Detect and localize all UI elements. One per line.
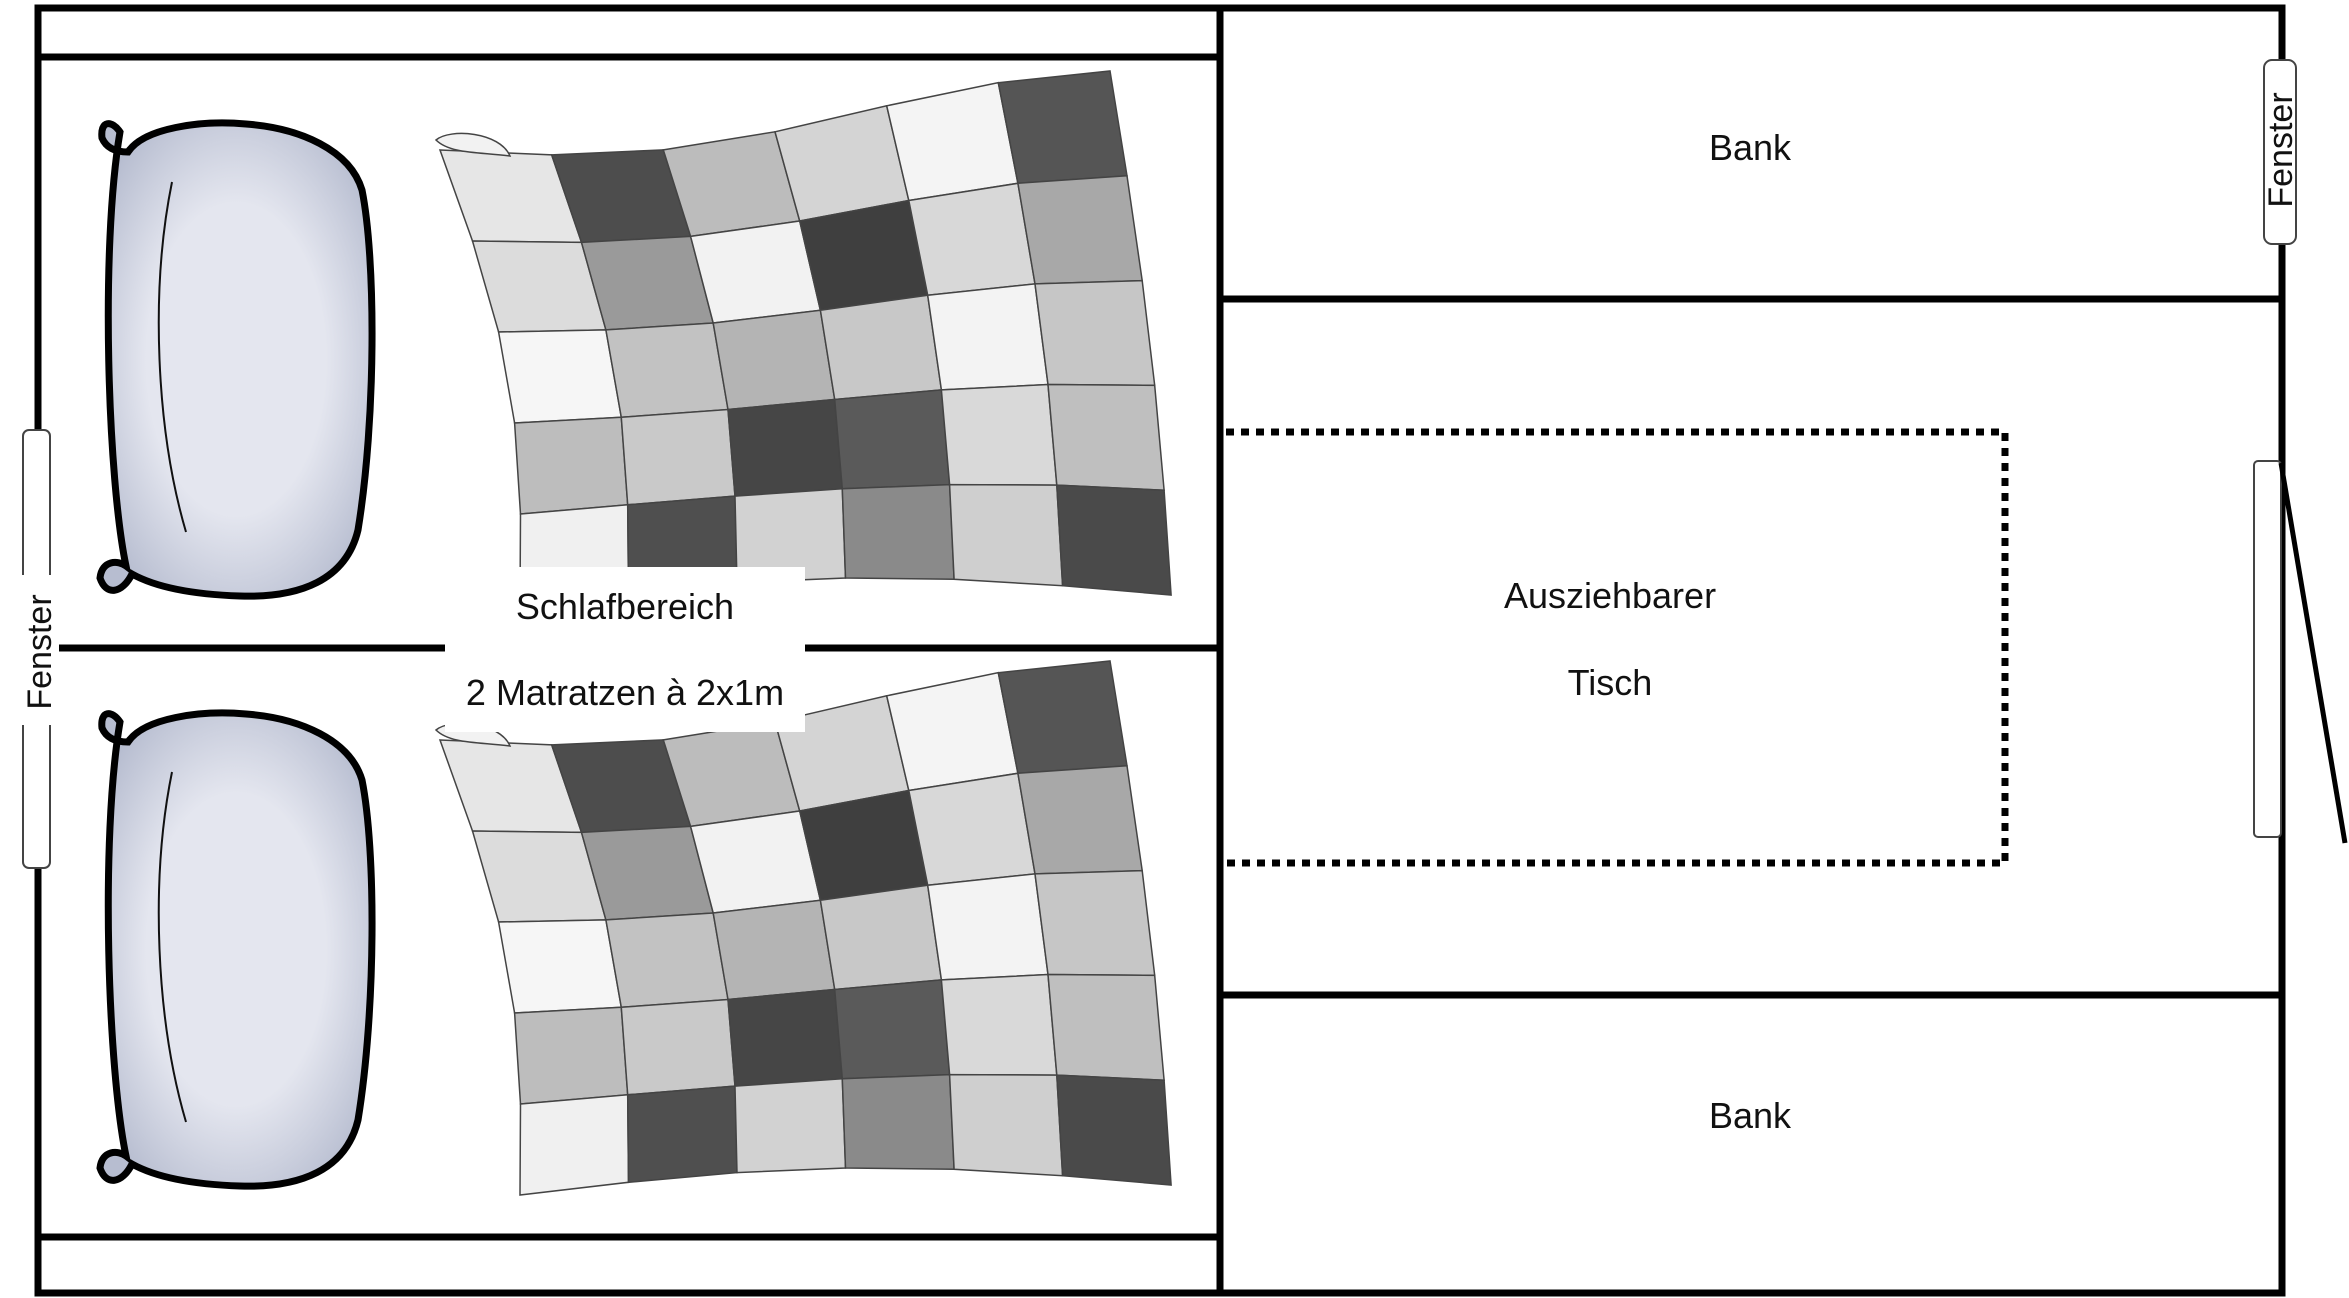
pillow-top bbox=[96, 119, 376, 600]
door-swing-line bbox=[2278, 462, 2348, 844]
quilt-patch bbox=[833, 979, 951, 1080]
bench-bottom-label: Bank bbox=[1709, 1095, 1792, 1136]
pillow-top-crease bbox=[157, 181, 187, 533]
quilt-bottom bbox=[434, 660, 1172, 1196]
quilt-patch bbox=[519, 1093, 630, 1196]
quilt-patch bbox=[1056, 484, 1172, 596]
quilt-patch bbox=[1047, 973, 1165, 1081]
quilt-patch bbox=[1017, 175, 1144, 285]
window-left: Fenster bbox=[19, 429, 59, 869]
quilt-patch bbox=[948, 1073, 1064, 1177]
quilt-patch bbox=[605, 322, 729, 419]
quilt-patch bbox=[948, 483, 1064, 587]
quilt-patch bbox=[620, 408, 736, 506]
quilt-patch bbox=[1047, 383, 1165, 491]
sleeping-area-label-box bbox=[445, 567, 805, 732]
sleeping-area-title: Schlafbereich bbox=[516, 586, 734, 627]
quilt-patch bbox=[513, 416, 629, 515]
quilt-patch bbox=[580, 235, 715, 331]
side-door bbox=[2253, 460, 2348, 844]
pillow-bottom-crease bbox=[157, 771, 187, 1123]
window-right-label: Fenster bbox=[2262, 92, 2300, 207]
quilt-patch bbox=[1017, 765, 1144, 875]
quilt-patch bbox=[819, 884, 943, 991]
quilt-patch bbox=[926, 873, 1049, 981]
window-left-label: Fenster bbox=[21, 594, 59, 709]
quilt-patch bbox=[712, 309, 836, 411]
quilt-patch bbox=[513, 1006, 629, 1105]
quilt-patch bbox=[885, 81, 1019, 202]
sleeping-area-detail: 2 Matratzen à 2x1m bbox=[466, 672, 784, 713]
quilt-patch bbox=[712, 899, 836, 1001]
quilt-patch bbox=[885, 671, 1019, 792]
quilt-patch bbox=[940, 973, 1058, 1076]
quilt-patch bbox=[1034, 869, 1156, 977]
quilt-patch bbox=[734, 1077, 847, 1174]
quilt-patch bbox=[727, 398, 844, 497]
quilt-patch bbox=[497, 329, 623, 424]
quilt-patch bbox=[940, 383, 1058, 486]
quilt-patch bbox=[727, 988, 844, 1087]
quilt-patch bbox=[907, 182, 1036, 297]
quilt-patch bbox=[841, 1073, 955, 1171]
quilt-patch bbox=[1056, 1074, 1172, 1186]
window-right: Fenster bbox=[2262, 59, 2300, 245]
pillow-bottom-shape bbox=[96, 709, 376, 1190]
quilt-patch bbox=[841, 483, 955, 581]
window-left-label-bg bbox=[19, 575, 59, 725]
quilt-patch bbox=[926, 283, 1049, 391]
extendable-table-outline bbox=[1220, 428, 2009, 867]
quilt-patch bbox=[620, 998, 736, 1096]
quilt-patch bbox=[798, 199, 929, 312]
quilt-patch bbox=[819, 294, 943, 401]
quilt-patch bbox=[605, 912, 729, 1009]
quilt-patch bbox=[907, 772, 1036, 887]
quilt-patch bbox=[997, 660, 1128, 775]
door-frame bbox=[2253, 460, 2282, 838]
quilt-patch bbox=[689, 810, 822, 914]
window-right-frame bbox=[2263, 59, 2297, 245]
table-label-line1: Ausziehbarer bbox=[1504, 575, 1716, 616]
quilt-patch bbox=[997, 70, 1128, 185]
quilt-patch bbox=[1034, 279, 1156, 387]
quilt-top bbox=[434, 70, 1172, 606]
bench-top-label: Bank bbox=[1709, 127, 1792, 168]
quilt-patch bbox=[626, 1085, 738, 1184]
quilt-patch bbox=[580, 825, 715, 921]
quilt-curl bbox=[434, 132, 512, 157]
quilt-patch bbox=[689, 220, 822, 324]
table-label-line2: Tisch bbox=[1568, 662, 1653, 703]
quilt-patch bbox=[497, 919, 623, 1014]
pillow-top-shape bbox=[96, 119, 376, 600]
quilt-patch bbox=[833, 389, 951, 490]
quilt-patch bbox=[798, 789, 929, 902]
pillow-bottom bbox=[96, 709, 376, 1190]
